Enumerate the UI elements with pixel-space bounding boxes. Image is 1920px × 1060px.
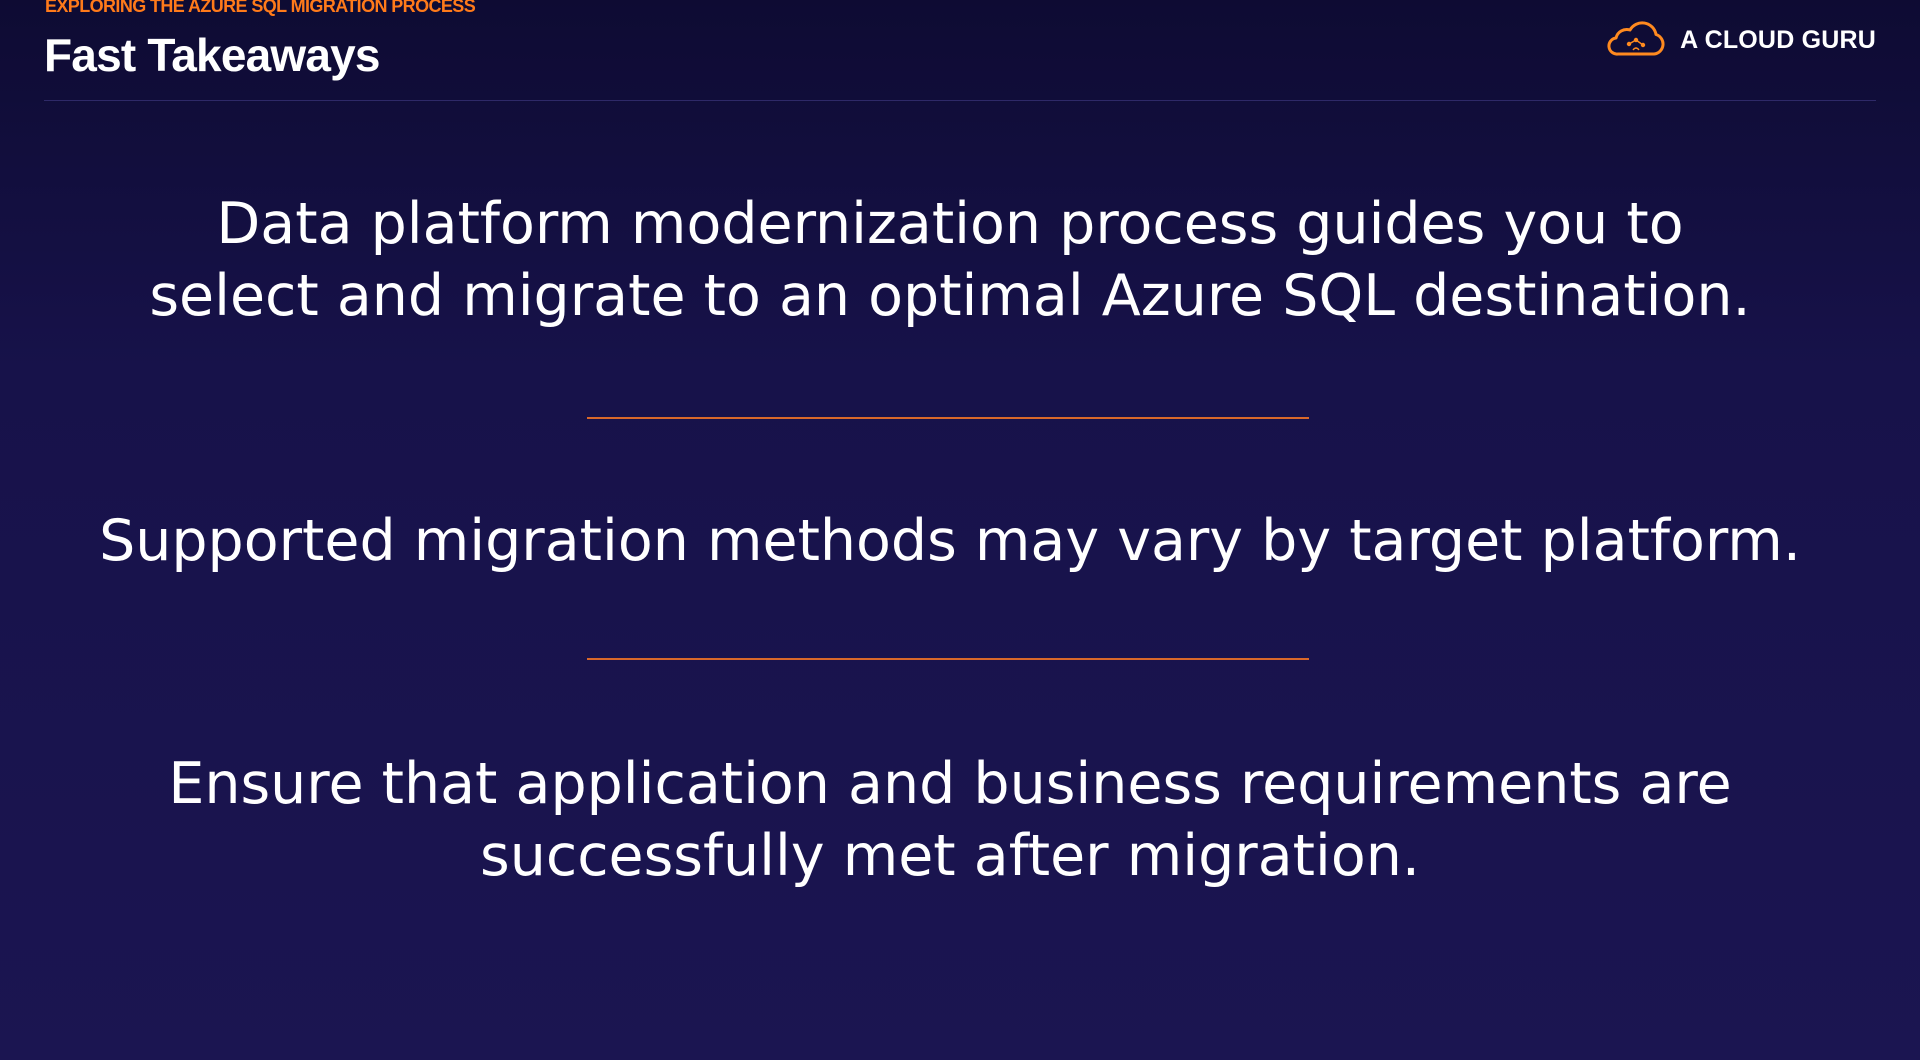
header-divider: [44, 100, 1876, 101]
slide-header: EXPLORING THE AZURE SQL MIGRATION PROCES…: [0, 0, 1920, 104]
orange-divider-2: [587, 658, 1309, 660]
takeaway-3: Ensure that application and business req…: [168, 751, 1732, 889]
cloud-logo-icon: [1604, 20, 1668, 60]
page-title: Fast Takeaways: [44, 29, 381, 81]
brand-logo: A CLOUD GURU: [1604, 18, 1876, 62]
orange-divider-1: [587, 417, 1309, 419]
takeaway-1: Data platform modernization process guid…: [149, 191, 1751, 329]
section-kicker: EXPLORING THE AZURE SQL MIGRATION PROCES…: [45, 0, 476, 16]
takeaway-2: Supported migration methods may vary by …: [99, 508, 1801, 574]
brand-name: A CLOUD GURU: [1680, 25, 1876, 54]
